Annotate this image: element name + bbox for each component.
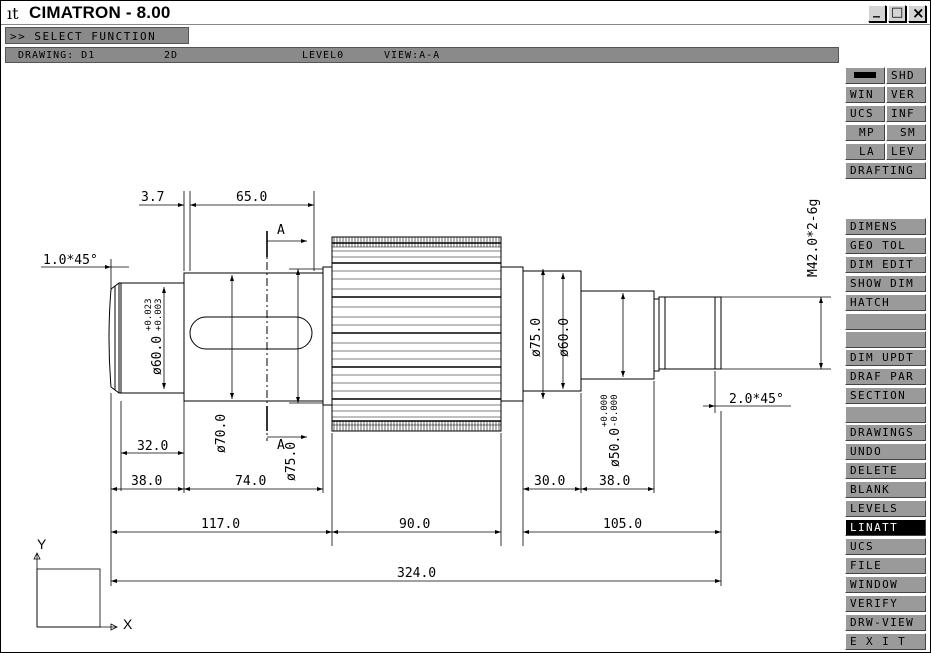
dim-324: 324.0 [397, 566, 436, 581]
menu-lev[interactable]: LEV [886, 143, 926, 160]
menu-linatt[interactable]: LINATT [845, 519, 926, 536]
menu-draf-par[interactable]: DRAF PAR [845, 368, 926, 385]
menu-window[interactable]: WINDOW [845, 576, 926, 593]
menu-ucs[interactable]: UCS [845, 538, 926, 555]
dim-phi50: ø50.0 [608, 428, 623, 467]
gear-body [331, 236, 502, 432]
menu-empty-2 [845, 331, 926, 348]
drawing-mode: 2D [164, 50, 179, 61]
menu-empty-1 [845, 313, 926, 330]
menu-show-dim[interactable]: SHOW DIM [845, 275, 926, 292]
dim-phi60-left: ø60.0 [150, 336, 165, 375]
menu-sm[interactable]: SM [886, 124, 926, 141]
menu-dim-edit[interactable]: DIM EDIT [845, 256, 926, 273]
menu-dimens[interactable]: DIMENS [845, 218, 926, 235]
cimatron-logo-icon: ıt [7, 4, 19, 23]
tol-upper-right: +0.000 [600, 394, 610, 427]
menu-drafting[interactable]: DRAFTING [845, 162, 926, 179]
dim-phi75: ø75.0 [529, 318, 544, 357]
dim-38-left: 38.0 [131, 474, 162, 489]
current-view: VIEW:A-A [384, 50, 441, 61]
minimize-icon: _ [873, 2, 880, 18]
menu-shd[interactable]: SHD [886, 67, 926, 84]
dim-105: 105.0 [603, 517, 642, 532]
section-label-a-bottom: A [277, 438, 285, 453]
dim-32: 32.0 [137, 439, 168, 454]
color-swatch-button[interactable] [845, 67, 885, 84]
command-prompt: >> SELECT FUNCTION [5, 27, 189, 44]
menu-hatch[interactable]: HATCH [845, 294, 926, 311]
close-icon: × [912, 4, 925, 22]
menu-win[interactable]: WIN [845, 86, 885, 103]
axis-x-label: X [123, 616, 133, 632]
dim-phi75-left: ø75.0 [284, 442, 299, 481]
dim-3-7: 3.7 [141, 190, 164, 205]
dim-38-right: 38.0 [599, 474, 630, 489]
menu-empty-3 [845, 406, 926, 423]
minimize-button[interactable]: _ [868, 2, 886, 22]
tol-upper-left: +0.023 [144, 298, 154, 331]
window-title: CIMATRON - 8.00 [29, 3, 171, 22]
menu-ucs-short[interactable]: UCS [845, 105, 885, 122]
drawing-canvas[interactable]: 3.7 65.0 1.0*45° A A ø60.0 +0.023 +0.003… [1, 1, 841, 651]
tol-lower-right: -0.000 [610, 394, 620, 427]
drawing-name: DRAWING: D1 [18, 50, 96, 61]
threaded-end [658, 296, 722, 370]
maximize-icon: □ [891, 5, 904, 20]
menu-inf[interactable]: INF [886, 105, 926, 122]
gear-teeth [332, 237, 501, 431]
dim-phi70: ø70.0 [214, 414, 229, 453]
menu-undo[interactable]: UNDO [845, 443, 926, 460]
menu-la[interactable]: LA [845, 143, 885, 160]
dim-chamfer-right: 2.0*45° [729, 392, 784, 407]
dim-phi60: ø60.0 [557, 318, 572, 357]
menu-mp[interactable]: MP [845, 124, 885, 141]
menu-exit[interactable]: E X I T [845, 633, 926, 650]
menu-file[interactable]: FILE [845, 557, 926, 574]
tol-lower-left: +0.003 [154, 298, 164, 331]
menu-levels[interactable]: LEVELS [845, 500, 926, 517]
menu-ver[interactable]: VER [886, 86, 926, 103]
dim-thread: M42.0*2-6g [806, 199, 821, 277]
dim-30: 30.0 [534, 474, 565, 489]
close-button[interactable]: × [908, 4, 926, 22]
section-label-a-top: A [277, 223, 285, 238]
shaft-left-chamfer [108, 288, 112, 388]
menu-blank[interactable]: BLANK [845, 481, 926, 498]
menu-geo-tol[interactable]: GEO TOL [845, 237, 926, 254]
menu-drawings[interactable]: DRAWINGS [845, 424, 926, 441]
color-swatch-icon [854, 72, 876, 78]
dim-117: 117.0 [201, 517, 240, 532]
menu-dim-updt[interactable]: DIM UPDT [845, 349, 926, 366]
title-bar: ıt CIMATRON - 8.00 _ □ × [1, 1, 930, 25]
dim-chamfer-left: 1.0*45° [43, 253, 98, 268]
current-level: LEVEL0 [302, 50, 345, 61]
dim-90: 90.0 [399, 517, 430, 532]
axis-y-label: Y [37, 536, 47, 552]
dim-65: 65.0 [236, 190, 267, 205]
keyway-slot [189, 316, 313, 350]
ucs-box [36, 568, 101, 628]
drawing-status-bar: DRAWING: D1 2D LEVEL0 VIEW:A-A [5, 47, 839, 63]
menu-drw-view[interactable]: DRW-VIEW [845, 614, 926, 631]
menu-section[interactable]: SECTION [845, 387, 926, 404]
menu-delete[interactable]: DELETE [845, 462, 926, 479]
dim-74: 74.0 [235, 474, 266, 489]
maximize-button[interactable]: □ [888, 5, 906, 22]
shaft-segment-keyway [183, 272, 324, 402]
menu-verify[interactable]: VERIFY [845, 595, 926, 612]
